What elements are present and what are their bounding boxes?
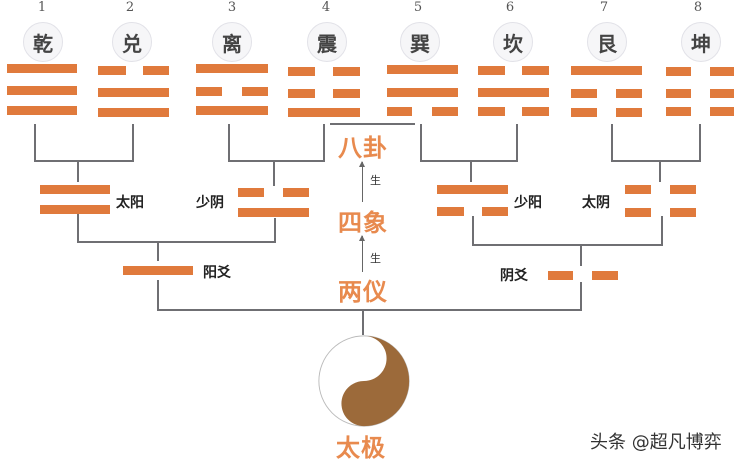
watermark: 头条 @超凡博弈: [590, 432, 722, 453]
yin-yang-icon: [318, 335, 410, 427]
label-yangyao: 阳爻: [203, 265, 231, 281]
title-liangyi: 两仪: [338, 278, 388, 306]
trigram-number: 7: [599, 0, 609, 15]
trigram-number: 5: [413, 0, 423, 15]
label-sheng: 生: [370, 174, 381, 187]
trigram-name-qian: 乾: [23, 22, 63, 62]
arrow-up-icon: [359, 235, 365, 272]
yin-line-left: [548, 271, 573, 280]
label-sheng: 生: [370, 252, 381, 265]
trigram-number: 8: [693, 0, 703, 15]
trigram-number: 3: [227, 0, 237, 15]
trigram-name-zhen: 震: [307, 22, 347, 62]
title-bagua: 八卦: [338, 134, 388, 162]
trigram-name-dui: 兑: [112, 22, 152, 62]
label-shaoyin: 少阴: [196, 195, 224, 211]
trigram-number: 6: [505, 0, 515, 15]
trigram-number: 2: [125, 0, 135, 15]
label-shaoyang: 少阳: [514, 195, 542, 211]
yin-line-right: [592, 271, 618, 280]
label-taiyin: 太阴: [582, 195, 610, 211]
trigram-number: 1: [37, 0, 47, 15]
trigram-number: 4: [321, 0, 331, 15]
title-sixiang: 四象: [338, 209, 388, 237]
yang-line: [123, 266, 193, 275]
label-taiyang: 太阳: [116, 195, 144, 211]
trigram-name-gen: 艮: [587, 22, 627, 62]
label-yinyao: 阴爻: [500, 268, 528, 284]
trigram-name-kan: 坎: [493, 22, 533, 62]
arrow-up-icon: [359, 161, 365, 202]
trigram-name-kun: 坤: [681, 22, 721, 62]
title-taiji: 太极: [336, 434, 386, 462]
trigram-name-li: 离: [212, 22, 252, 62]
trigram-name-xun: 巽: [400, 22, 440, 62]
